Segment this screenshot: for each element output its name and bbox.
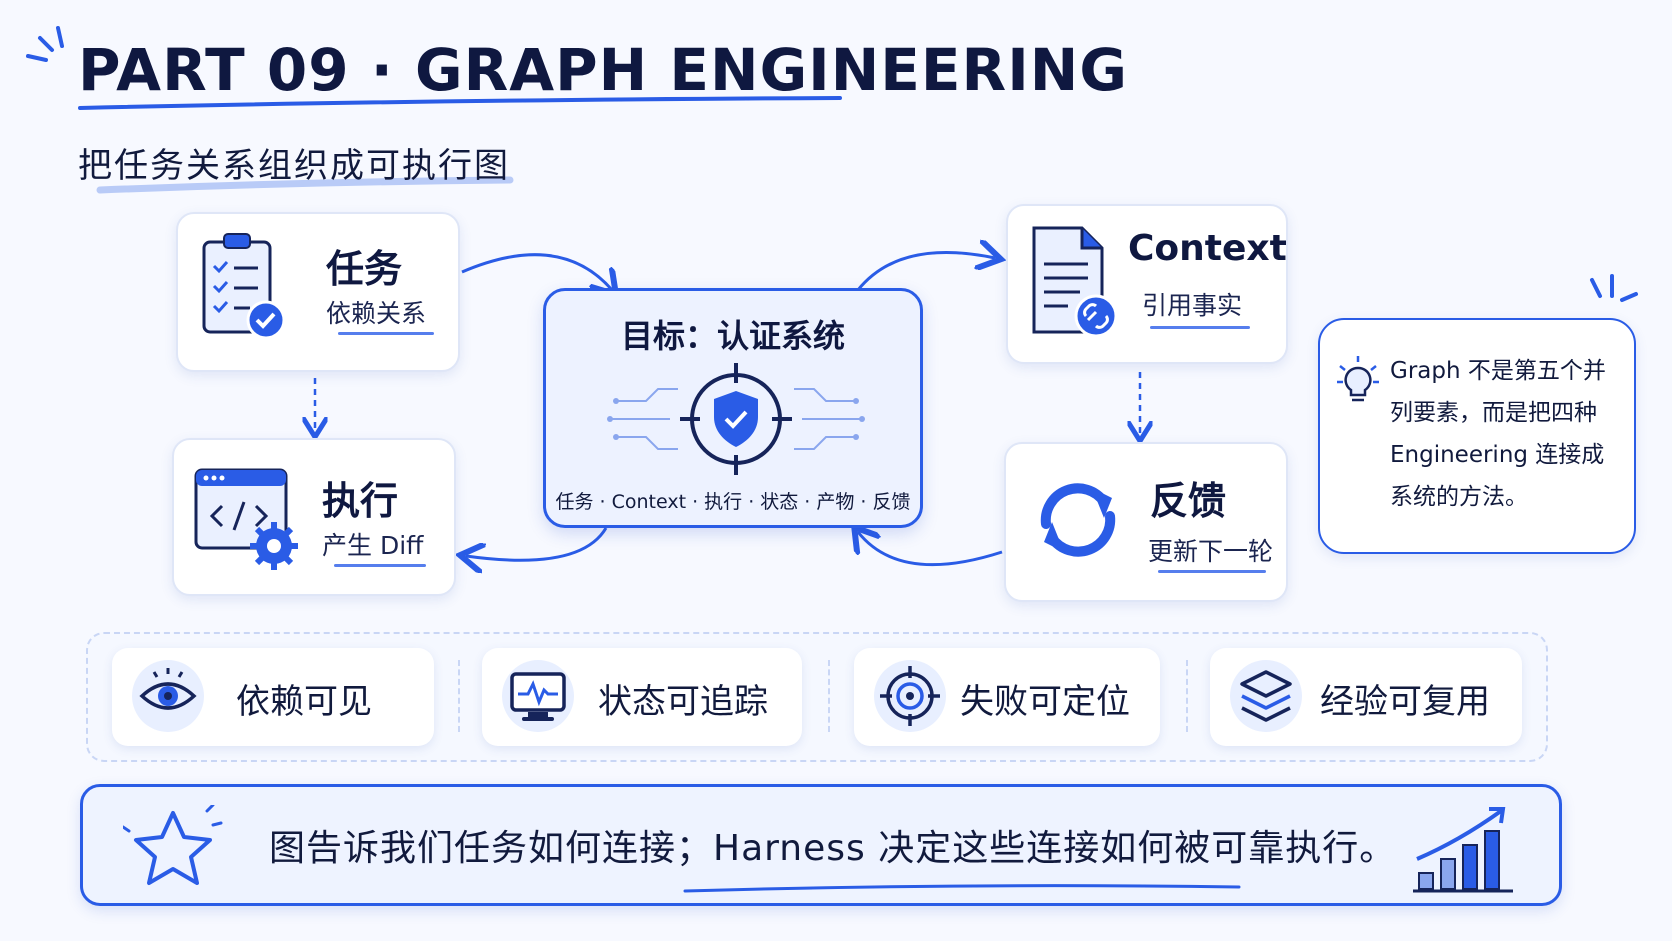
arrow-task-to-goal bbox=[461, 253, 612, 290]
refresh-cycle-icon bbox=[1040, 483, 1116, 557]
star-icon bbox=[123, 805, 223, 885]
benefit-divider bbox=[1186, 660, 1188, 732]
benefit-divider bbox=[828, 660, 830, 732]
benefit-label: 状态可追踪 bbox=[598, 682, 768, 722]
bar-chart-growth-icon bbox=[1413, 807, 1513, 893]
page-title: PART 09 · GRAPH ENGINEERING bbox=[78, 36, 1128, 104]
arrow-goal-to-execute bbox=[466, 527, 608, 560]
feedback-underline bbox=[1158, 570, 1266, 573]
benefit-experience-reusable: 经验可复用 bbox=[1210, 648, 1522, 746]
execute-title: 执行 bbox=[322, 479, 399, 523]
summary-underline bbox=[683, 884, 1241, 893]
feedback-title: 反馈 bbox=[1150, 479, 1227, 523]
spark-marks-note bbox=[1590, 274, 1638, 302]
arrow-goal-to-context bbox=[856, 252, 995, 291]
context-subtitle: 引用事实 bbox=[1142, 291, 1243, 320]
context-underline bbox=[1150, 326, 1250, 329]
clipboard-check-icon bbox=[202, 233, 284, 340]
spark-marks-left bbox=[26, 26, 64, 62]
benefit-label: 依赖可见 bbox=[236, 682, 372, 722]
task-title: 任务 bbox=[326, 247, 403, 291]
crosshair-target-icon bbox=[880, 666, 940, 726]
benefit-divider bbox=[458, 660, 460, 732]
task-subtitle: 依赖关系 bbox=[326, 299, 427, 328]
task-underline bbox=[338, 332, 434, 335]
context-title: Context bbox=[1128, 228, 1287, 269]
execute-underline bbox=[334, 564, 426, 567]
shield-target-icon bbox=[607, 363, 865, 475]
feedback-subtitle: 更新下一轮 bbox=[1148, 537, 1274, 566]
eye-icon bbox=[139, 668, 197, 710]
side-note-text: Graph 不是第五个并列要素，而是把四种 Engineering 连接成系统的… bbox=[1390, 358, 1606, 510]
context-card[interactable]: Context 引用事实 bbox=[1006, 204, 1288, 364]
document-link-icon bbox=[1032, 226, 1118, 338]
execute-subtitle: 产生 Diff bbox=[322, 531, 424, 560]
goal-footer: 任务 · Context · 执行 · 状态 · 产物 · 反馈 bbox=[555, 491, 911, 513]
goal-title: 目标：认证系统 bbox=[620, 317, 845, 355]
summary-text: 图告诉我们任务如何连接；Harness 决定这些连接如何被可靠执行。 bbox=[269, 828, 1397, 869]
layers-icon bbox=[1240, 670, 1292, 722]
summary-banner: 图告诉我们任务如何连接；Harness 决定这些连接如何被可靠执行。 bbox=[80, 784, 1562, 906]
task-card[interactable]: 任务 依赖关系 bbox=[176, 212, 460, 372]
code-window-gear-icon bbox=[194, 468, 298, 570]
side-note: Graph 不是第五个并列要素，而是把四种 Engineering 连接成系统的… bbox=[1318, 318, 1636, 554]
execute-card[interactable]: 执行 产生 Diff bbox=[172, 438, 456, 596]
benefit-dependency-visible: 依赖可见 bbox=[112, 648, 434, 746]
monitor-pulse-icon bbox=[510, 672, 566, 721]
benefit-failure-locatable: 失败可定位 bbox=[854, 648, 1160, 746]
lightbulb-icon bbox=[1337, 356, 1379, 402]
goal-card[interactable]: 目标：认证系统 任务 · Context · 执行 · 状态 · 产物 · 反馈 bbox=[543, 288, 923, 528]
arrow-feedback-to-goal bbox=[858, 532, 1003, 567]
benefit-label: 失败可定位 bbox=[960, 682, 1130, 722]
page-subtitle: 把任务关系组织成可执行图 bbox=[78, 146, 510, 186]
benefit-status-traceable: 状态可追踪 bbox=[482, 648, 802, 746]
benefit-label: 经验可复用 bbox=[1320, 682, 1490, 722]
feedback-card[interactable]: 反馈 更新下一轮 bbox=[1004, 442, 1288, 602]
